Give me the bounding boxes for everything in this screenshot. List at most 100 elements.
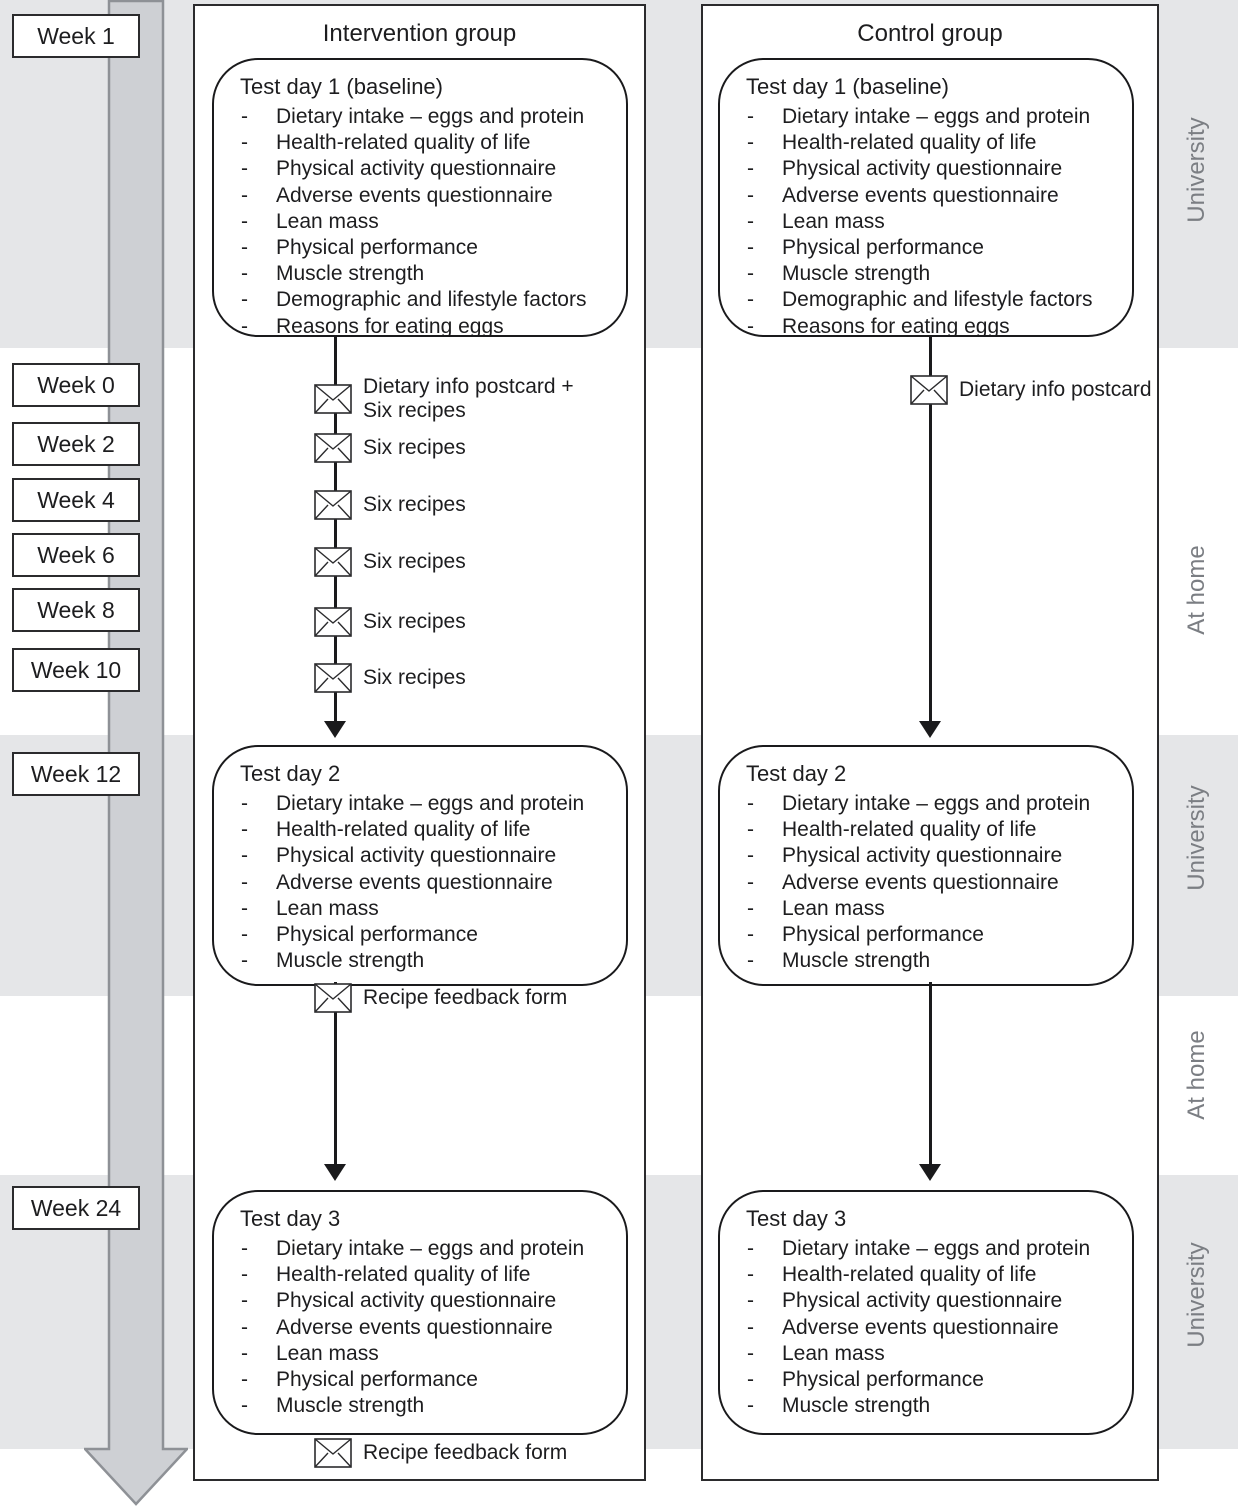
test-day-item: -Adverse events questionnaire	[241, 183, 553, 207]
mailing-row-week4: Six recipes	[314, 490, 466, 520]
test-day-item: -Health-related quality of life	[747, 818, 1037, 842]
control-flow-line-1	[929, 335, 932, 722]
intervention-test-day-1-box: Test day 1 (baseline) -Dietary intake – …	[212, 58, 628, 337]
intervention-panel-title: Intervention group	[322, 20, 517, 47]
test-day-item: -Muscle strength	[241, 1394, 425, 1418]
test-day-title: Test day 2	[746, 761, 847, 786]
test-day-title: Test day 3	[746, 1206, 847, 1231]
side-label-university-3: University	[1183, 1242, 1210, 1348]
recipe-feedback-row-2: Recipe feedback form	[314, 1438, 567, 1468]
week-label-week-6: Week 6	[12, 533, 140, 577]
test-day-item: -Muscle strength	[241, 262, 425, 286]
test-day-item: -Physical performance	[747, 1368, 984, 1392]
test-day-item-list: -Dietary intake – eggs and protein -Healt…	[720, 104, 1132, 337]
mailing-label: Dietary info postcard	[959, 378, 1152, 401]
side-label-at-home-2: At home	[1183, 1030, 1210, 1120]
mailing-row-week10: Six recipes	[314, 663, 466, 693]
mailing-row-week2: Six recipes	[314, 433, 466, 463]
mailing-label: Dietary info postcard +Six recipes	[363, 375, 574, 422]
test-day-item: -Muscle strength	[747, 262, 931, 286]
control-mailing-row: Dietary info postcard	[910, 375, 1152, 405]
test-day-item: -Lean mass	[747, 1341, 885, 1365]
control-test-day-2-box: Test day 2 -Dietary intake – eggs and pr…	[718, 745, 1134, 986]
test-day-item: -Physical activity questionnaire	[747, 844, 1063, 868]
week-label-week-4: Week 4	[12, 478, 140, 522]
test-day-item: -Health-related quality of life	[747, 1263, 1037, 1287]
test-day-title: Test day 1 (baseline)	[240, 74, 443, 99]
control-test-day-3-box: Test day 3 -Dietary intake – eggs and pr…	[718, 1190, 1134, 1435]
test-day-item-list: -Dietary intake – eggs and protein -Healt…	[214, 104, 626, 337]
mailing-label: Six recipes	[363, 493, 466, 516]
test-day-item: -Muscle strength	[241, 949, 425, 973]
envelope-icon	[910, 375, 948, 405]
envelope-icon	[314, 607, 352, 637]
envelope-icon	[314, 490, 352, 520]
test-day-item: -Physical performance	[747, 236, 984, 260]
intervention-flow-line-1	[334, 335, 337, 722]
test-day-item: -Physical performance	[241, 1368, 478, 1392]
intervention-panel: Intervention group Test day 1 (baseline)…	[193, 4, 646, 1481]
mailing-row-week6: Six recipes	[314, 547, 466, 577]
test-day-item: -Physical performance	[241, 923, 478, 947]
test-day-item-list: -Dietary intake – eggs and protein -Healt…	[720, 791, 1132, 974]
test-day-item: -Lean mass	[241, 1341, 379, 1365]
envelope-icon	[314, 663, 352, 693]
test-day-item: -Lean mass	[241, 209, 379, 233]
mailing-label: Six recipes	[363, 436, 466, 459]
test-day-item: -Physical performance	[747, 923, 984, 947]
arrowhead-down-icon	[919, 721, 941, 738]
side-label-university-2: University	[1183, 785, 1210, 891]
test-day-item-list: -Dietary intake – eggs and protein -Healt…	[214, 791, 626, 974]
side-label-university-1: University	[1183, 117, 1210, 223]
test-day-item: -Reasons for eating eggs	[747, 314, 1010, 337]
week-label-week-0: Week 0	[12, 363, 140, 407]
test-day-item: -Dietary intake – eggs and protein	[747, 105, 1091, 128]
mailing-label: Recipe feedback form	[363, 986, 568, 1009]
mailing-label: Six recipes	[363, 550, 466, 573]
test-day-item: -Adverse events questionnaire	[747, 1315, 1059, 1339]
test-day-title: Test day 1 (baseline)	[746, 74, 949, 99]
control-test-day-1-box: Test day 1 (baseline) -Dietary intake – …	[718, 58, 1134, 337]
test-day-item: -Adverse events questionnaire	[241, 870, 553, 894]
test-day-item: -Adverse events questionnaire	[747, 183, 1059, 207]
test-day-item: -Demographic and lifestyle factors	[747, 288, 1093, 312]
test-day-item-list: -Dietary intake – eggs and protein-Healt…	[214, 1236, 626, 1419]
test-day-item: -Health-related quality of life	[241, 1263, 531, 1287]
control-panel-title: Control group	[857, 20, 1003, 47]
test-day-item: -Lean mass	[747, 209, 885, 233]
test-day-item: -Reasons for eating eggs	[241, 314, 504, 337]
test-day-item: -Muscle strength	[747, 1394, 931, 1418]
control-panel: Control group Test day 1 (baseline) -Die…	[701, 4, 1159, 1481]
arrowhead-down-icon	[324, 1164, 346, 1181]
mailing-label: Six recipes	[363, 666, 466, 689]
envelope-icon	[314, 384, 352, 414]
test-day-item: -Dietary intake – eggs and protein	[747, 792, 1091, 815]
mailing-label: Recipe feedback form	[363, 1441, 568, 1464]
test-day-item: -Health-related quality of life	[241, 131, 531, 155]
arrowhead-down-icon	[919, 1164, 941, 1181]
test-day-item: -Lean mass	[241, 896, 379, 920]
intervention-test-day-3-box: Test day 3 -Dietary intake – eggs and pr…	[212, 1190, 628, 1435]
test-day-item: -Dietary intake – eggs and protein	[747, 1237, 1091, 1260]
envelope-icon	[314, 433, 352, 463]
test-day-item: -Dietary intake – eggs and protein	[241, 105, 585, 128]
envelope-icon	[314, 983, 352, 1013]
week-label-week-2: Week 2	[12, 422, 140, 466]
test-day-item: -Dietary intake – eggs and protein	[241, 792, 585, 815]
test-day-item: -Physical activity questionnaire	[241, 1289, 557, 1313]
test-day-item: -Physical activity questionnaire	[241, 844, 557, 868]
mailing-row-week8: Six recipes	[314, 607, 466, 637]
week-label-week-10: Week 10	[12, 648, 140, 692]
test-day-item: -Muscle strength	[747, 949, 931, 973]
week-label-week-24: Week 24	[12, 1186, 140, 1230]
intervention-flow-line-2	[334, 982, 337, 1165]
test-day-item: -Adverse events questionnaire	[747, 870, 1059, 894]
test-day-item: -Physical activity questionnaire	[241, 157, 557, 181]
week-label-week-8: Week 8	[12, 588, 140, 632]
side-label-at-home-1: At home	[1183, 545, 1210, 635]
test-day-item: -Health-related quality of life	[241, 818, 531, 842]
test-day-item: -Health-related quality of life	[747, 131, 1037, 155]
test-day-item: -Physical performance	[241, 236, 478, 260]
envelope-icon	[314, 547, 352, 577]
